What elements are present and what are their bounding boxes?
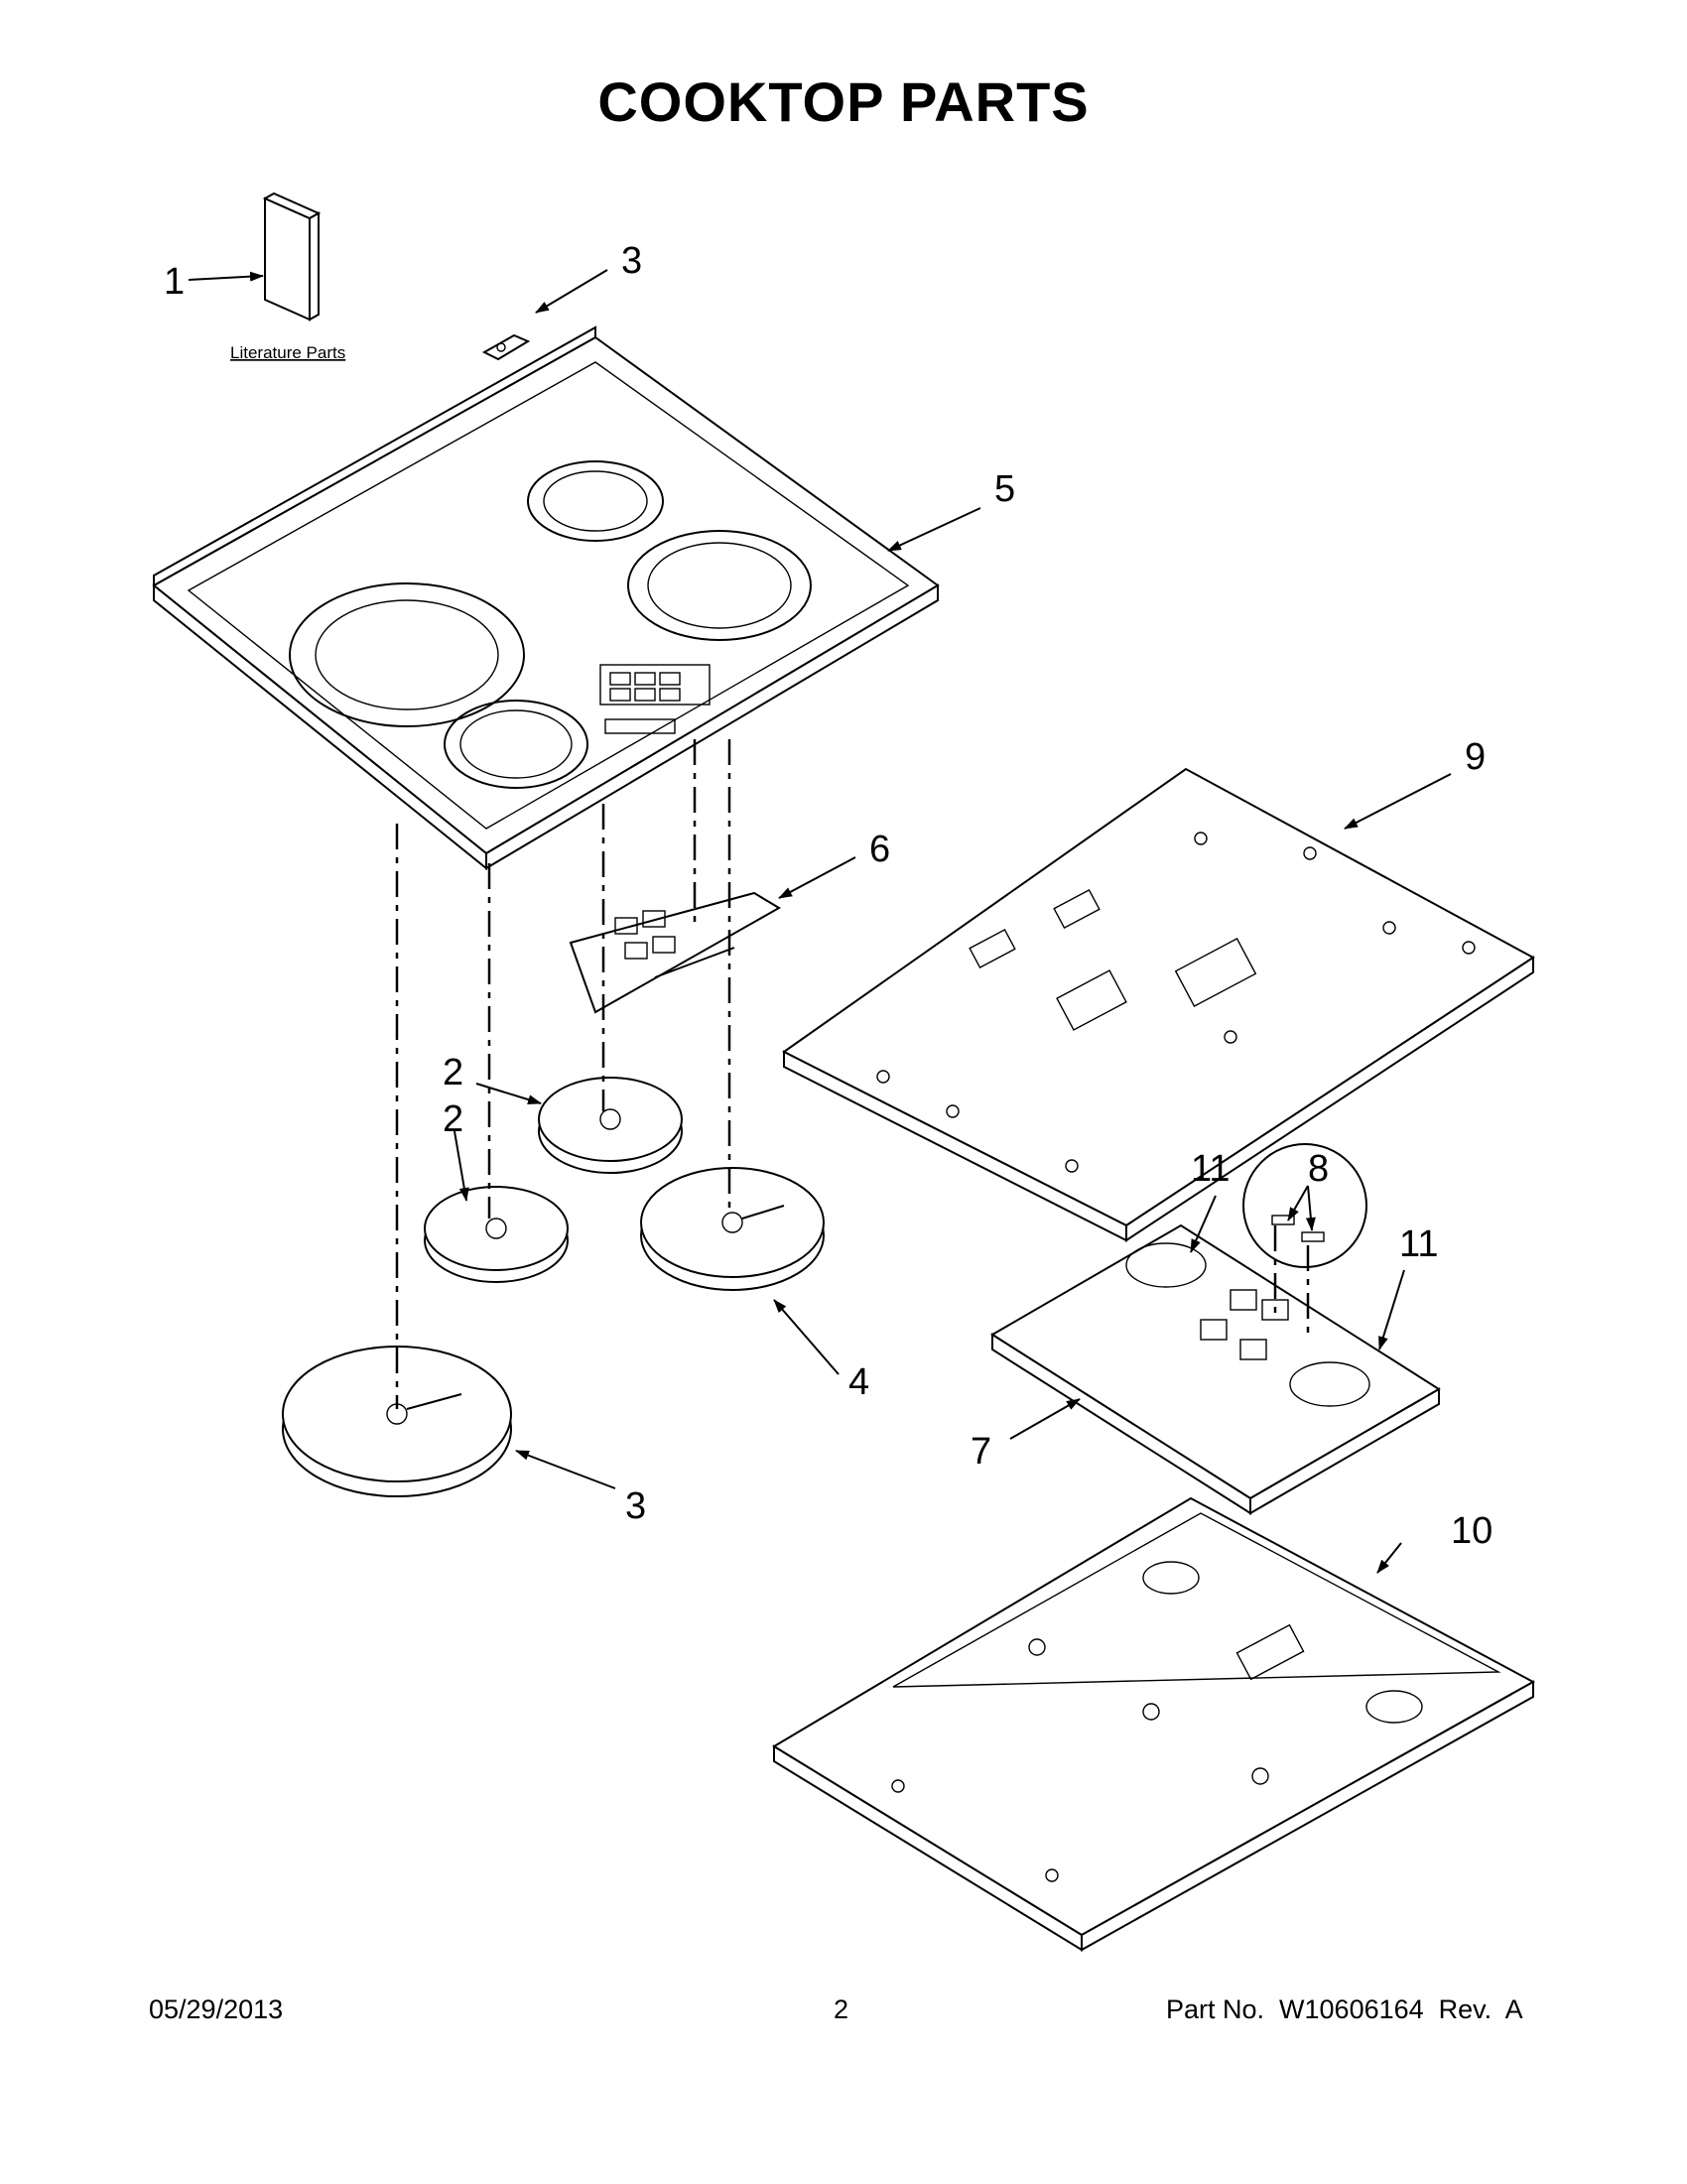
page-title: COOKTOP PARTS — [597, 70, 1090, 133]
callout-3-bottom: 3 — [625, 1485, 646, 1527]
small-radiant-element-part — [538, 1077, 683, 1174]
footer-part-number: Part No. W10606164 Rev. A — [1166, 1994, 1523, 2024]
callout-11-a: 11 — [1191, 1148, 1230, 1190]
callout-3-top: 3 — [621, 240, 642, 282]
large-radiant-element-part — [640, 1167, 825, 1291]
callout-9: 9 — [1465, 736, 1486, 778]
callout-2-a: 2 — [443, 1052, 463, 1093]
small-radiant-element-part-2 — [424, 1186, 569, 1283]
cooktop-glass-part — [152, 325, 940, 871]
part-8-inset-circle — [1242, 1143, 1367, 1268]
bottom-tray-part — [772, 1496, 1536, 1952]
callout-7: 7 — [971, 1431, 991, 1473]
dual-radiant-element-part — [282, 1346, 512, 1497]
footer-page-number: 2 — [834, 1994, 849, 2024]
callout-10: 10 — [1451, 1510, 1492, 1552]
control-board-part — [569, 891, 781, 1014]
small-switch-part — [481, 333, 531, 361]
induction-module-part — [990, 1223, 1441, 1515]
heat-shield-plate-part — [782, 767, 1535, 1242]
footer-date: 05/29/2013 — [149, 1994, 284, 2024]
literature-parts-label: Literature Parts — [230, 343, 345, 362]
callout-6: 6 — [869, 829, 890, 870]
callout-8: 8 — [1308, 1148, 1329, 1190]
callout-4: 4 — [848, 1361, 869, 1403]
callout-5: 5 — [994, 468, 1015, 510]
callout-11-b: 11 — [1399, 1223, 1438, 1265]
callout-1: 1 — [164, 261, 185, 303]
literature-parts-booklet — [262, 192, 322, 321]
callout-2-b: 2 — [443, 1098, 463, 1140]
